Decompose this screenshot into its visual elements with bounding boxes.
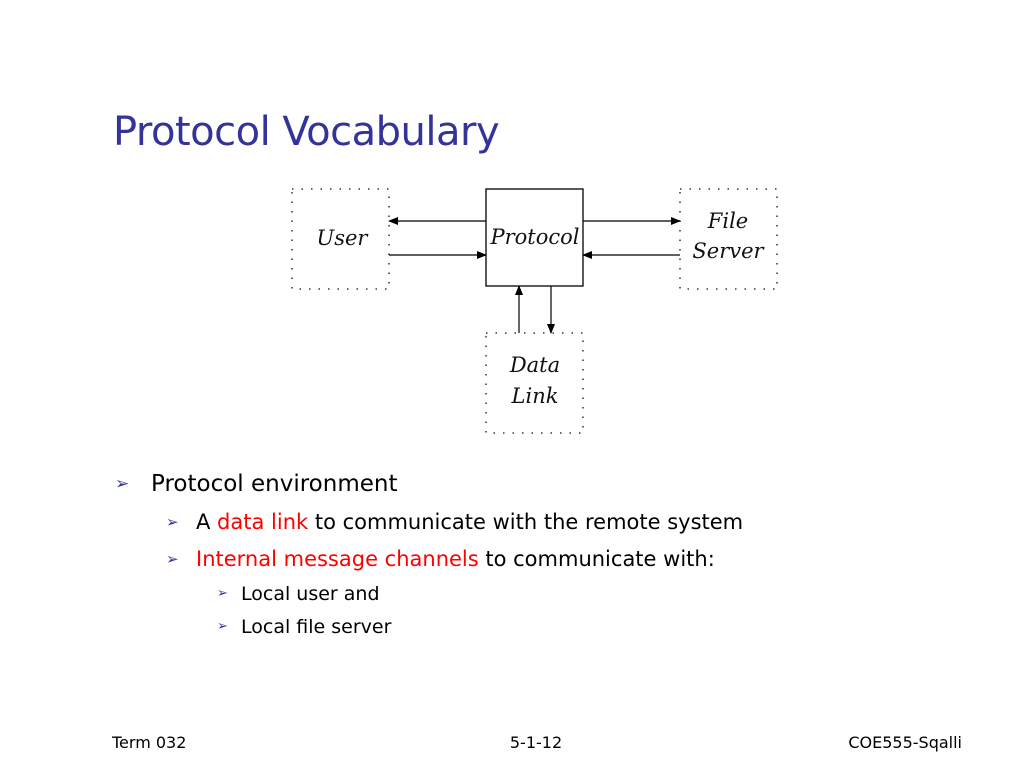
bullet-marker-icon: ➢	[217, 619, 228, 634]
protocol-diagram: User Protocol File Server Data Link	[291, 188, 778, 434]
bullet-marker-icon: ➢	[166, 513, 179, 531]
bullet-list: ➢ Protocol environment ➢ A data link to …	[115, 471, 743, 638]
emphasis-internal-message-channels: Internal message channels	[196, 547, 479, 571]
slide-title: Protocol Vocabulary	[113, 109, 500, 155]
protocol-box	[485, 188, 584, 287]
data-link-label-line2: Link	[511, 384, 559, 408]
bullet-text: Protocol environment	[151, 471, 398, 497]
bullet-text-suffix: to communicate with:	[478, 547, 715, 571]
file-server-label-line2: Server	[692, 239, 765, 263]
data-link-box	[485, 332, 584, 434]
bullet-text: Local user and	[241, 583, 380, 605]
footer-page-number: 5-1-12	[509, 733, 563, 752]
file-server-label-line1: File	[707, 209, 748, 233]
bullet-marker-icon: ➢	[166, 550, 179, 568]
bullet-text-prefix: A	[196, 510, 218, 534]
user-box	[291, 188, 390, 290]
footer-course: COE555-Sqalli	[848, 733, 962, 752]
bullet-marker-icon: ➢	[217, 586, 228, 601]
file-server-box	[679, 188, 778, 290]
protocol-label: Protocol	[489, 225, 579, 249]
bullet-text: A data link to communicate with the remo…	[196, 508, 743, 536]
emphasis-data-link: data link	[217, 510, 309, 534]
footer-term: Term 032	[112, 733, 187, 752]
user-label: User	[317, 226, 370, 250]
bullet-text: Local file server	[241, 616, 392, 638]
data-link-label-line1: Data	[509, 353, 560, 377]
bullet-text-suffix: to communicate with the remote system	[308, 510, 744, 534]
bullet-marker-icon: ➢	[115, 474, 130, 494]
bullet-text: Internal message channels to communicate…	[196, 545, 715, 573]
